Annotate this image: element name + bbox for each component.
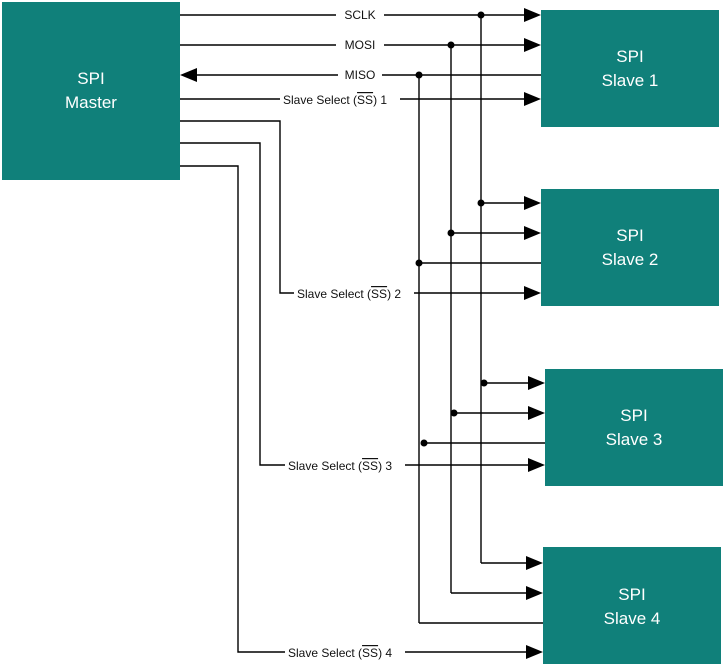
junction-dot (477, 199, 485, 207)
spi-slave-1-label-line1: SPI (616, 47, 643, 66)
ss1-label: Slave Select (SS) 1 (283, 93, 387, 107)
arrow-right-icon (528, 458, 545, 472)
label-backdrop (336, 6, 384, 22)
arrow-right-icon (526, 556, 543, 570)
arrow-right-icon (524, 38, 541, 52)
spi-master-label-line2: Master (65, 93, 117, 112)
spi-slave-1-box (541, 10, 719, 127)
label-backdrop (280, 90, 400, 107)
spi-slave-2-block: SPI Slave 2 (541, 189, 719, 306)
arrow-right-icon (526, 586, 543, 600)
spi-slave-4-label-line2: Slave 4 (604, 609, 661, 628)
arrow-right-icon (524, 196, 541, 210)
slave-select-1-line: Slave Select (SS) 1 (180, 90, 541, 107)
spi-master-box (2, 2, 180, 180)
label-backdrop (338, 66, 382, 82)
ss4-label: Slave Select (SS) 4 (288, 646, 392, 660)
spi-slave-2-box (541, 189, 719, 306)
ss2-wire (180, 120, 526, 294)
spi-slave-4-block: SPI Slave 4 (543, 547, 721, 664)
arrow-right-icon (524, 226, 541, 240)
label-backdrop (336, 36, 384, 52)
junction-dot (447, 229, 455, 237)
slave-select-3-line: Slave Select (SS) 3 (180, 142, 545, 473)
ss3-wire (180, 142, 530, 466)
spi-slave-4-box (543, 547, 721, 664)
arrow-left-icon (180, 68, 197, 82)
miso-bus: MISO (180, 66, 545, 624)
label-backdrop (294, 284, 414, 301)
ss1-active-low: SS (357, 93, 373, 107)
junction-dot (415, 71, 423, 79)
ss2-label: Slave Select (SS) 2 (297, 287, 401, 301)
spi-master-label-line1: SPI (77, 69, 104, 88)
arrow-right-icon (526, 645, 543, 659)
junction-dot (415, 259, 423, 267)
label-backdrop (285, 456, 405, 473)
junction-dot (480, 379, 488, 387)
spi-slave-3-block: SPI Slave 3 (545, 369, 723, 486)
junction-dot (477, 11, 485, 19)
arrow-right-icon (524, 92, 541, 106)
spi-slave-1-block: SPI Slave 1 (541, 10, 719, 127)
miso-label: MISO (345, 68, 376, 82)
ss2-active-low: SS (371, 287, 387, 301)
ss3-active-low: SS (362, 459, 378, 473)
ss3-label: Slave Select (SS) 3 (288, 459, 392, 473)
ss4-wire (180, 165, 528, 653)
arrow-right-icon (528, 406, 545, 420)
junction-dot (420, 439, 428, 447)
spi-master-block: SPI Master (2, 2, 180, 180)
spi-slave-2-label-line2: Slave 2 (602, 250, 659, 269)
spi-slave-4-label-line1: SPI (618, 585, 645, 604)
spi-slave-3-label-line2: Slave 3 (606, 430, 663, 449)
arrow-right-icon (524, 286, 541, 300)
spi-slave-2-label-line1: SPI (616, 226, 643, 245)
mosi-label: MOSI (345, 38, 376, 52)
ss4-active-low: SS (362, 646, 378, 660)
spi-slave-3-box (545, 369, 723, 486)
label-backdrop (285, 643, 405, 660)
arrow-right-icon (528, 376, 545, 390)
sclk-bus: SCLK (180, 6, 545, 570)
slave-select-4-line: Slave Select (SS) 4 (180, 165, 543, 660)
slave-select-2-line: Slave Select (SS) 2 (180, 120, 541, 301)
spi-slave-1-label-line2: Slave 1 (602, 71, 659, 90)
mosi-bus: MOSI (180, 36, 545, 600)
spi-slave-3-label-line1: SPI (620, 406, 647, 425)
sclk-label: SCLK (344, 8, 375, 22)
arrow-right-icon (524, 8, 541, 22)
junction-dot (447, 41, 455, 49)
junction-dot (450, 409, 458, 417)
